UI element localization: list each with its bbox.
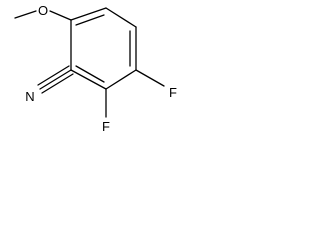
structure-diagram: O N F F — [14, 3, 177, 134]
nitrile-bond-3 — [41, 73, 74, 94]
methyl-oxygen-bond — [14, 10, 37, 19]
ring-bond-c5-c6-inner — [75, 65, 105, 83]
fluorine-lower-atom-label: F — [102, 119, 110, 134]
ring-bond-c4-c5 — [105, 69, 137, 90]
ring-bond-c2-c3 — [105, 7, 137, 28]
fluorine-upper-bond — [135, 69, 165, 87]
oxygen-atom-label: O — [38, 3, 48, 18]
nitrogen-atom-label: N — [25, 89, 34, 104]
ring-bond-c1-c2 — [70, 7, 107, 21]
oxygen-ring-bond — [49, 10, 72, 21]
nitrile-bond-1 — [39, 69, 72, 90]
ring-bond-c5-c6 — [70, 69, 107, 90]
ring-bond-c1-c2-inner — [75, 14, 105, 26]
nitrile-bond-2 — [37, 65, 70, 86]
fluorine-upper-atom-label: F — [169, 85, 177, 100]
